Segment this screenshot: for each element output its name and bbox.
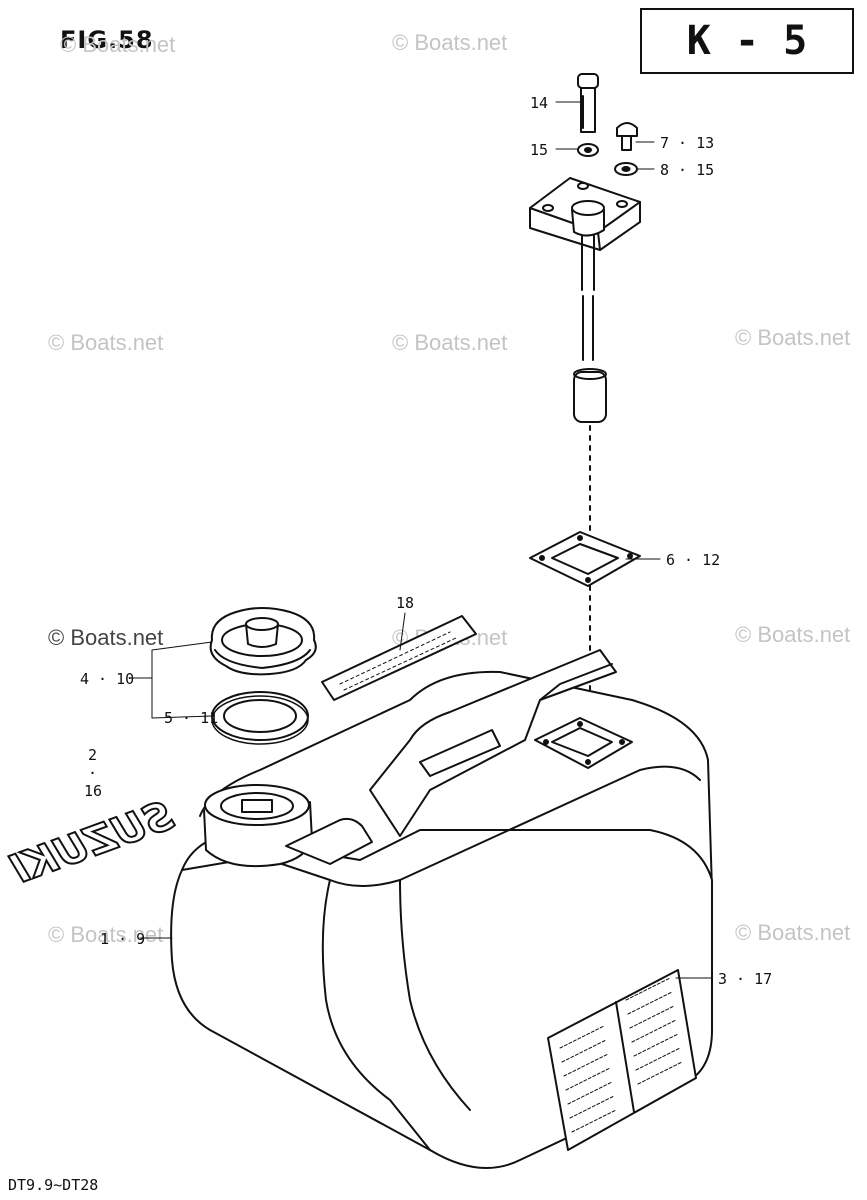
bolt-short — [616, 122, 638, 151]
figure-title: FIG.58 — [60, 26, 154, 54]
callout-5-11: 5 · 11 — [164, 709, 219, 727]
callout-3-17: 3 · 17 — [718, 970, 773, 988]
callout-6-12: 6 · 12 — [666, 551, 721, 569]
watermark: © Boats.net — [392, 330, 508, 355]
fuel-outlet-head — [529, 177, 641, 251]
fuel-cap — [209, 607, 317, 676]
leader-lines — [129, 101, 713, 979]
watermark: © Boats.net — [60, 32, 176, 57]
watermark: © Boats.net — [48, 330, 164, 355]
page-code-box: K - 5 — [640, 8, 854, 74]
suzuki-decal-logo: SUZUKI — [4, 791, 180, 894]
callout-2: 2 — [88, 746, 98, 764]
watermark: © Boats.net — [735, 920, 851, 945]
caution-label — [547, 969, 697, 1151]
model-footer: DT9.9~DT28 — [8, 1176, 99, 1194]
callout-4-10: 4 · 10 — [80, 670, 135, 688]
callout-14: 14 — [530, 94, 549, 112]
callout-dot: · — [88, 764, 98, 782]
callout-18: 18 — [396, 594, 415, 612]
watermark: © Boats.net — [48, 625, 164, 650]
bolt-long — [577, 73, 599, 133]
watermark: © Boats.net — [735, 325, 851, 350]
washer — [577, 143, 599, 157]
gasket — [529, 531, 641, 587]
watermark: © Boats.net — [735, 622, 851, 647]
label-strip — [321, 615, 477, 701]
washer-small — [614, 162, 638, 176]
callout-7-13: 7 · 13 — [660, 134, 715, 152]
callout-8-15: 8 · 15 — [660, 161, 715, 179]
watermark: © Boats.net — [48, 922, 164, 947]
callout-15: 15 — [530, 141, 549, 159]
cap-gasket — [211, 691, 309, 745]
watermark: © Boats.net — [392, 30, 508, 55]
callout-1-9: 1 · 9 — [100, 930, 146, 948]
svg-text:SUZUKI: SUZUKI — [5, 792, 179, 893]
pickup-pipe — [573, 235, 607, 721]
callout-16: 16 — [84, 782, 103, 800]
